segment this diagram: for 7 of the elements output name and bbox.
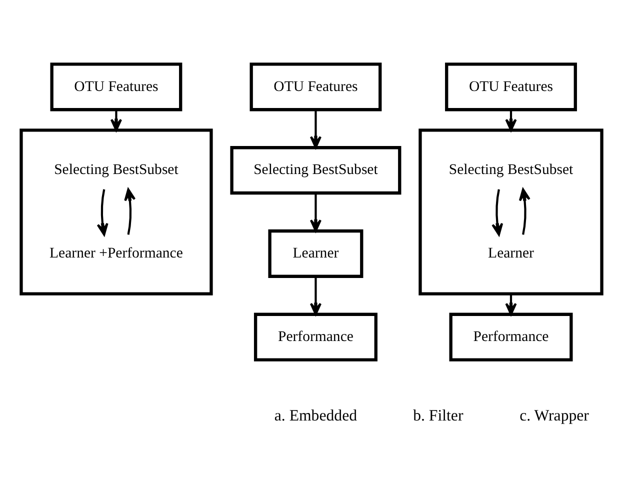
label: c. Wrapper <box>520 407 589 424</box>
label: a. Embedded <box>274 407 358 424</box>
node-text: Selecting BestSubset <box>448 162 574 178</box>
node-text: Selecting BestSubset <box>54 162 178 178</box>
label: b. Filter <box>413 407 464 424</box>
node-text: Learner <box>488 246 534 262</box>
node-text: Learner +Performance <box>50 246 183 262</box>
